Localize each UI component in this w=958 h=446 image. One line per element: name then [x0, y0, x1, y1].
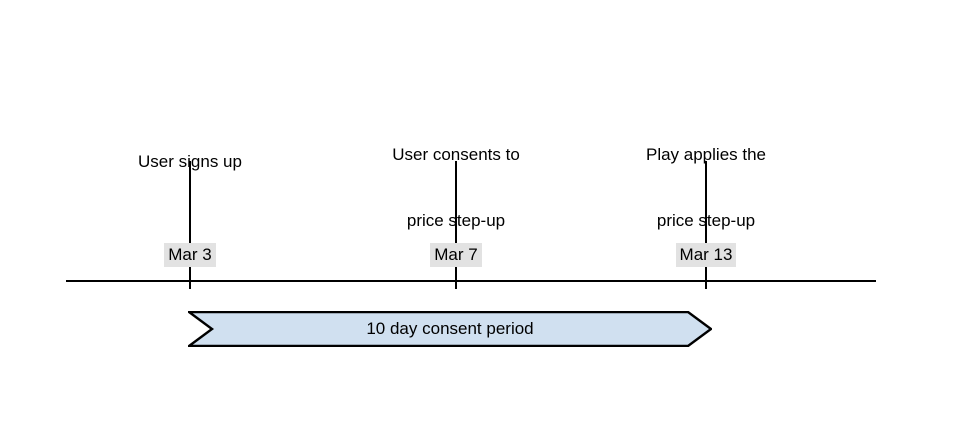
- event-date-badge-mar-7: Mar 7: [430, 243, 482, 267]
- event-title-line-2: price step-up: [406, 211, 506, 230]
- event-title-line-2: price step-up: [656, 211, 756, 230]
- marker-stem: [455, 161, 457, 289]
- event-title-line-1: User consents to: [392, 145, 520, 164]
- event-date-wrapper: Mar 3: [70, 243, 310, 267]
- consent-period-banner: 10 day consent period: [188, 311, 712, 347]
- event-title-line-1: Play applies the: [645, 145, 767, 164]
- marker-stem: [189, 161, 191, 289]
- arrow-banner-shape: [188, 311, 712, 347]
- event-date-wrapper: Mar 13: [586, 243, 826, 267]
- marker-stem: [705, 161, 707, 289]
- event-title-play-applies-step-up: Play applies the price step-up: [536, 100, 876, 276]
- event-title-user-signs-up: User signs up: [20, 107, 360, 217]
- event-date-badge-mar-13: Mar 13: [675, 243, 737, 267]
- event-title-user-consents: User consents to price step-up: [286, 100, 626, 276]
- arrow-banner-polygon: [188, 311, 712, 347]
- event-title-line-1: User signs up: [138, 152, 242, 171]
- event-date-badge-mar-3: Mar 3: [164, 243, 216, 267]
- timeline-axis: [66, 280, 876, 282]
- event-date-wrapper: Mar 7: [336, 243, 576, 267]
